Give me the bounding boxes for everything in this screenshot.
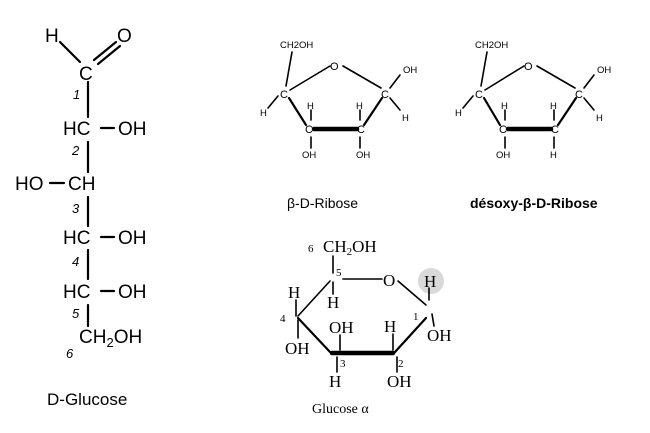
glucose-ring-oh-c3: OH <box>329 318 354 337</box>
glucose-ring-h-c3: H <box>329 372 341 391</box>
bond-c4-h <box>462 95 474 109</box>
desoxy-oh-c3: OH <box>496 150 510 161</box>
glucose-alpha-ring: 6 CH2OH 5 O H H H 4 1 OH H OH OH 3 2 H O… <box>280 237 452 417</box>
ribose-h-c1: H <box>402 113 409 124</box>
bond-c1-c2 <box>556 96 578 127</box>
desoxy-c2: C <box>551 124 559 136</box>
desoxy-h-c3: H <box>501 101 508 112</box>
glucose-ring-c3-number: 3 <box>340 358 346 370</box>
bond-c4-o <box>289 65 331 91</box>
glucose-ring-h-c5: H <box>327 293 339 312</box>
bond-c1-oh <box>431 313 435 327</box>
ribose-h-c3: H <box>307 101 314 112</box>
desoxy-h-c4: H <box>455 108 462 119</box>
glucose-c3-ho: HO <box>15 174 44 195</box>
ribose-h-c2: H <box>356 101 363 112</box>
bond-o-c1 <box>342 65 382 89</box>
ribose-oh-c1: OH <box>403 65 417 76</box>
desoxy-ring-o: O <box>524 61 533 73</box>
desoxy-beta-d-ribose: CH2OH O C C H H OH H H C C OH H désoxy-β… <box>455 40 611 211</box>
ribose-ch2oh: CH2OH <box>280 40 313 51</box>
glucose-c1-number: 1 <box>73 87 80 102</box>
ribose-oh-c2: OH <box>356 150 370 161</box>
glucose-ring-c5-number: 5 <box>336 267 342 279</box>
bond-c1-h <box>583 97 595 111</box>
glucose-c4-oh: OH <box>118 228 147 249</box>
bond-c4-c3 <box>296 316 332 354</box>
glucose-ring-oh-c1: OH <box>427 326 452 345</box>
desoxy-ch2oh: CH2OH <box>475 40 508 51</box>
glucose-c4-number: 4 <box>72 254 79 269</box>
ribose-c3: C <box>305 124 313 136</box>
glucose-ring-ch2oh: CH2OH <box>323 237 377 258</box>
bond-c4-c3 <box>287 96 308 127</box>
glucose-c2-number: 2 <box>71 143 80 158</box>
glucose-c5-number: 5 <box>72 306 80 321</box>
glucose-c6-ch2oh: CH2OH <box>79 327 142 350</box>
desoxy-c4: C <box>475 89 483 101</box>
desoxy-c3: C <box>499 124 507 136</box>
glucose-ring-h-c2: H <box>384 317 396 336</box>
bond-c1-c2 <box>362 96 384 127</box>
ribose-c1: C <box>381 89 389 101</box>
glucose-ring-oh-c4: OH <box>285 339 310 358</box>
ribose-ring-o: O <box>330 61 339 73</box>
ribose-h-c4: H <box>260 108 267 119</box>
d-glucose-open-chain: H O C 1 HC OH 2 HO CH 3 HC OH 4 HC OH 5 … <box>15 26 147 409</box>
desoxy-h-c2: H <box>550 101 557 112</box>
bond-c4-c3 <box>482 96 502 127</box>
bond-c4-o <box>484 65 525 91</box>
ribose-oh-c3: OH <box>302 150 316 161</box>
glucose-alpha-caption: Glucose α <box>312 402 369 417</box>
bond-c4-h <box>267 95 279 109</box>
desoxy-h-c1: H <box>596 113 603 124</box>
glucose-ring-c4-number: 4 <box>280 313 286 325</box>
glucose-c5-hc: HC <box>63 282 90 303</box>
glucose-c2-oh: OH <box>118 119 147 140</box>
glucose-carbonyl-h: H <box>45 26 59 47</box>
desoxyribose-caption: désoxy-β-D-Ribose <box>470 195 598 211</box>
anomeric-h-highlight <box>418 268 444 294</box>
bond-c1-h <box>389 97 401 111</box>
glucose-c5-oh: OH <box>118 282 147 303</box>
desoxy-c1: C <box>575 89 583 101</box>
glucose-carbonyl-o: O <box>117 26 132 47</box>
bond-o-c1 <box>536 65 576 89</box>
glucose-ring-o: O <box>383 271 395 290</box>
glucose-c6-number: 6 <box>66 346 74 361</box>
bond-c1-o-a <box>92 40 118 62</box>
glucose-ring-c2-number: 2 <box>398 358 404 370</box>
glucose-c1: C <box>79 64 93 85</box>
bond-c1-oh <box>389 74 401 89</box>
glucose-ring-h-c4: H <box>288 283 300 302</box>
glucose-ring-c6-number: 6 <box>308 243 314 255</box>
glucose-c3-ch: CH <box>68 174 95 195</box>
bond-ch2oh-c4 <box>480 51 488 87</box>
ribose-caption: β-D-Ribose <box>287 195 358 211</box>
glucose-c4-hc: HC <box>63 228 90 249</box>
ribose-c4: C <box>280 89 288 101</box>
ribose-c2: C <box>357 124 365 136</box>
desoxy-h-c2-low: H <box>550 150 557 161</box>
bond-h-c1 <box>58 40 82 64</box>
desoxy-oh-c1: OH <box>597 65 611 76</box>
glucose-c3-number: 3 <box>72 201 80 216</box>
glucose-ring-c1-number: 1 <box>413 311 419 323</box>
glucose-c2-hc: HC <box>63 119 90 140</box>
bond-c5-c4 <box>297 280 331 317</box>
glucose-ring-h-c1-top: H <box>424 272 436 291</box>
bond-c1-o-b <box>96 44 122 66</box>
glucose-ring-oh-c2: OH <box>387 372 412 391</box>
bond-o-c1 <box>397 280 427 306</box>
bond-c1-oh <box>583 74 595 89</box>
bond-c2-c1 <box>393 316 428 354</box>
d-glucose-caption: D-Glucose <box>47 390 127 409</box>
bond-ch2oh-c4 <box>285 51 293 87</box>
beta-d-ribose: CH2OH O C C H H OH H H C C OH OH β-D-Rib… <box>260 40 417 211</box>
